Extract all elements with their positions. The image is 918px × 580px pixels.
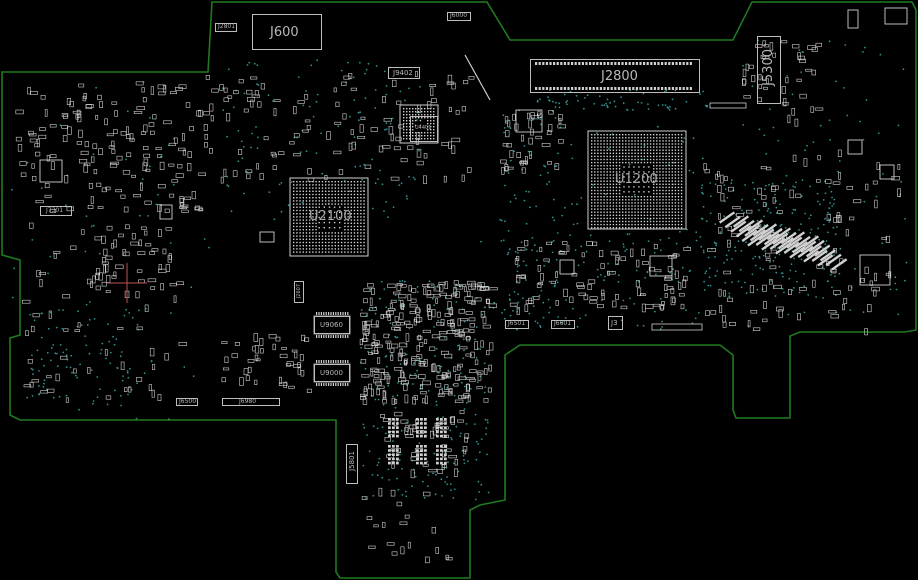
connector-j2800: J2800 <box>530 59 700 93</box>
connector-j2801: J2801 <box>215 23 237 32</box>
connector-j6601: J6601 <box>551 320 575 329</box>
connector-j7301: J7301 <box>40 206 72 216</box>
label-j6501: J6501 <box>508 320 526 327</box>
via-field <box>10 39 908 501</box>
label-u9060: U9060 <box>320 321 343 329</box>
label-j2800: J2800 <box>601 69 638 84</box>
label-j5300: J5300 <box>761 49 776 86</box>
label-j600: J600 <box>270 25 299 40</box>
crosshair-marker <box>107 263 147 303</box>
label-j6000: J6000 <box>450 12 468 19</box>
bga-packages <box>289 104 687 257</box>
label-j2607: J2607 <box>296 284 302 299</box>
label-j9402: J9402 <box>393 69 413 77</box>
label-u4401: U4401 <box>415 125 432 131</box>
chip-u9000: U9000 <box>314 364 350 382</box>
label-j3: J3 <box>611 319 618 327</box>
label-j6601: J6601 <box>554 320 572 327</box>
label-j6500: J6500 <box>179 398 197 405</box>
component-footprints <box>15 7 908 564</box>
connector-j6000: J6000 <box>447 12 471 21</box>
connector-j6501: J6501 <box>505 320 529 329</box>
connector-j2607: J2607 <box>294 281 304 303</box>
label-j2801: J2801 <box>218 23 236 30</box>
label-j7301: J7301 <box>46 207 64 214</box>
connector-j5801: J5801 <box>346 444 358 484</box>
chip-u4401: U4401 <box>410 116 438 142</box>
connector-j600: J600 <box>252 14 322 50</box>
label-j6980: J6980 <box>239 398 257 405</box>
connector-j6500: J6500 <box>176 398 198 406</box>
connector-j9402: J9402 <box>388 67 420 79</box>
connector-j6980: J6980 <box>222 398 280 406</box>
connector-j5300: J5300 <box>757 36 781 104</box>
label-j5801: J5801 <box>348 451 356 471</box>
label-u9000: U9000 <box>320 369 343 377</box>
chip-u9060: U9060 <box>314 316 350 334</box>
connector-j3: J3 <box>608 316 623 330</box>
